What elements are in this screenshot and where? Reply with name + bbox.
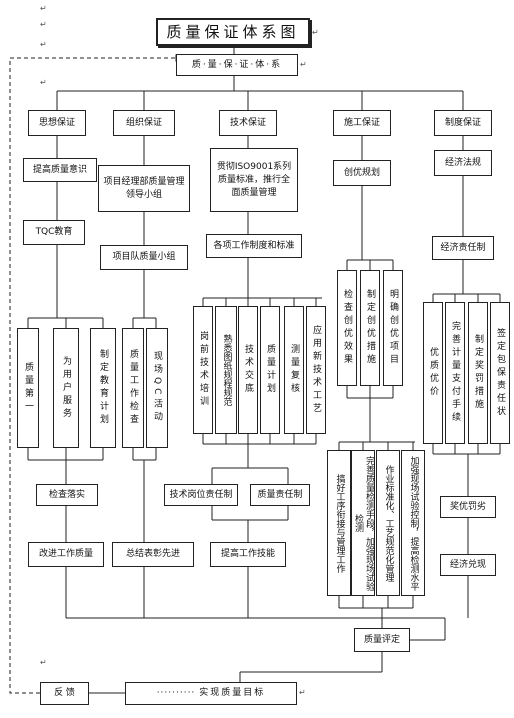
node-responsibility-contract: 签定包保责任状: [490, 302, 510, 444]
node-survey-check: 测量复核: [284, 306, 304, 434]
pillar-technical: 技术保证: [219, 110, 277, 136]
node-tqc-education: TQC教育: [23, 220, 85, 245]
paragraph-marker: ↵: [40, 78, 47, 87]
node-quality-awareness: 提高质量意识: [23, 158, 97, 182]
node-quality-responsibility: 质量责任制: [250, 484, 310, 506]
node-field-test-control: 加强现场试验控制，提高检测水平: [401, 450, 425, 596]
paragraph-marker: ↵: [40, 40, 47, 49]
paragraph-marker: ↵: [312, 28, 319, 37]
node-quality-goal: ·········· 实现质量目标: [125, 682, 297, 705]
node-excellence-projects: 明确创优项目: [383, 270, 403, 386]
node-work-standards: 各项工作制度和标准: [206, 234, 302, 258]
node-serve-users: 为用户服务: [53, 328, 79, 448]
node-team-quality-group: 项目队质量小组: [100, 245, 188, 270]
node-testing-means: 完善质量检测手段，加强现场试验检测: [351, 450, 375, 596]
node-drawings-specs: 熟悉图纸规程规范: [215, 306, 237, 434]
node-check-implement: 检查落实: [36, 484, 98, 506]
node-excellence-plan: 创优规划: [333, 160, 391, 186]
node-excellence-measures: 制定创优措施: [360, 270, 380, 386]
node-quality-price: 优质优价: [423, 302, 443, 444]
node-improve-skills: 提高工作技能: [210, 542, 286, 567]
pillar-construction: 施工保证: [333, 110, 391, 136]
paragraph-marker: ↵: [40, 658, 47, 667]
node-education-plan: 制定教育计划: [90, 328, 116, 448]
node-check-excellence-effect: 检查创优效果: [337, 270, 357, 386]
node-improve-work: 改进工作质量: [28, 542, 104, 567]
node-quality-inspection: 质量工作检查: [122, 328, 144, 448]
node-reward-penalty: 制定奖罚措施: [468, 302, 488, 444]
node-new-tech: 应用新技术工艺: [306, 306, 326, 434]
node-tech-briefing: 技术交底: [238, 306, 258, 434]
node-quality-evaluation: 质量评定: [354, 628, 410, 652]
system-subtitle: 质·量·保·证·体·系: [176, 54, 298, 76]
node-economic-fulfillment: 经济兑现: [440, 554, 496, 576]
node-commend-advanced: 总结表彰先进: [112, 542, 194, 567]
node-quality-plan: 质量计划: [260, 306, 280, 434]
node-economic-responsibility: 经济责任制: [432, 236, 494, 260]
node-quality-first: 质量第一: [17, 328, 39, 448]
node-iso9001: 贯彻ISO9001系列质量标准，推行全面质量管理: [210, 148, 298, 212]
node-reward-excellence: 奖优罚劣: [440, 496, 496, 518]
node-measurement-payment: 完善计量支付手续: [445, 302, 465, 444]
paragraph-marker: ↵: [299, 688, 306, 697]
node-economic-law: 经济法规: [434, 150, 492, 176]
paragraph-marker: ↵: [40, 20, 47, 29]
node-pm-leadership-group: 项目经理部质量管理领导小组: [98, 165, 190, 212]
paragraph-marker: ↵: [300, 60, 307, 69]
page-title: 质量保证体系图: [156, 18, 310, 46]
node-process-connection: 搞好工序衔接与管理工作: [327, 450, 351, 596]
node-tech-training: 岗前技术培训: [193, 306, 213, 434]
pillar-organization: 组织保证: [113, 110, 175, 136]
pillar-thought: 思想保证: [28, 110, 86, 136]
goal-label: 实现质量目标: [199, 688, 266, 698]
node-qc-activity: 现场QC活动: [146, 328, 168, 448]
node-tech-post-responsibility: 技术岗位责任制: [164, 484, 238, 506]
node-feedback: 反 馈: [40, 682, 89, 705]
pillar-system: 制度保证: [434, 110, 492, 136]
goal-dots: ··········: [156, 688, 196, 698]
node-standardization: 作业标准化、工艺规范化管理: [376, 450, 400, 596]
paragraph-marker: ↵: [40, 4, 47, 13]
